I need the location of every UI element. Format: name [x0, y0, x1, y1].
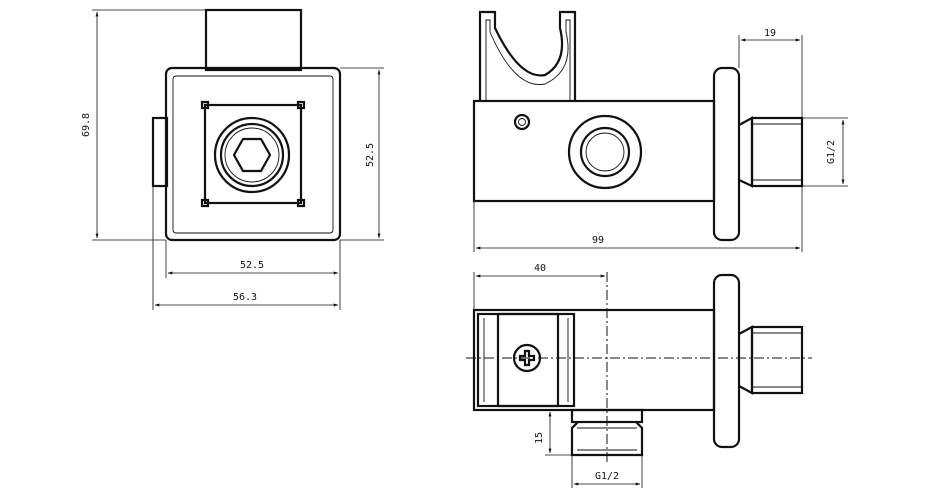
outlet-outer-ring	[567, 114, 643, 190]
holder-block	[204, 8, 303, 72]
center-square	[203, 103, 303, 205]
dim-label-99: 99	[592, 235, 604, 246]
mid-ring	[219, 122, 285, 188]
top-view: 40 15 G1/2	[466, 263, 812, 488]
dim-label-g12-side: G1/2	[826, 140, 837, 164]
top-body	[472, 308, 716, 412]
outlet-mid-ring	[579, 126, 631, 178]
dim-label-56-3: 56.3	[233, 292, 257, 303]
u-holder	[478, 10, 577, 102]
dim-label-15: 15	[534, 432, 545, 444]
dim-label-g12-bottom: G1/2	[595, 471, 619, 482]
inner-ring	[224, 127, 280, 183]
outer-plate	[164, 66, 342, 242]
outlet-inner-ring	[585, 132, 625, 172]
wall-flange	[712, 66, 741, 242]
dim-label-52-5-horizontal: 52.5	[240, 260, 264, 271]
top-thread-block	[750, 325, 804, 395]
hex-socket	[232, 137, 272, 173]
dim-label-40: 40	[534, 263, 546, 274]
top-flange	[712, 273, 741, 449]
thread-block	[750, 116, 804, 188]
front-view: 69.8 52.5 52.5 56.3	[81, 8, 384, 310]
inner-frame	[172, 75, 334, 234]
side-view: 19 G1/2 99	[472, 10, 848, 252]
top-holder-core	[496, 312, 560, 408]
dim-label-52-5-vertical: 52.5	[365, 143, 376, 167]
dim-label-69-8: 69.8	[81, 113, 92, 137]
small-screw	[513, 113, 531, 131]
u-holder-inner	[485, 19, 571, 102]
outer-ring	[213, 116, 291, 194]
cross-slot	[518, 349, 536, 367]
dim-label-19: 19	[764, 28, 776, 39]
nut-collar	[738, 116, 754, 188]
